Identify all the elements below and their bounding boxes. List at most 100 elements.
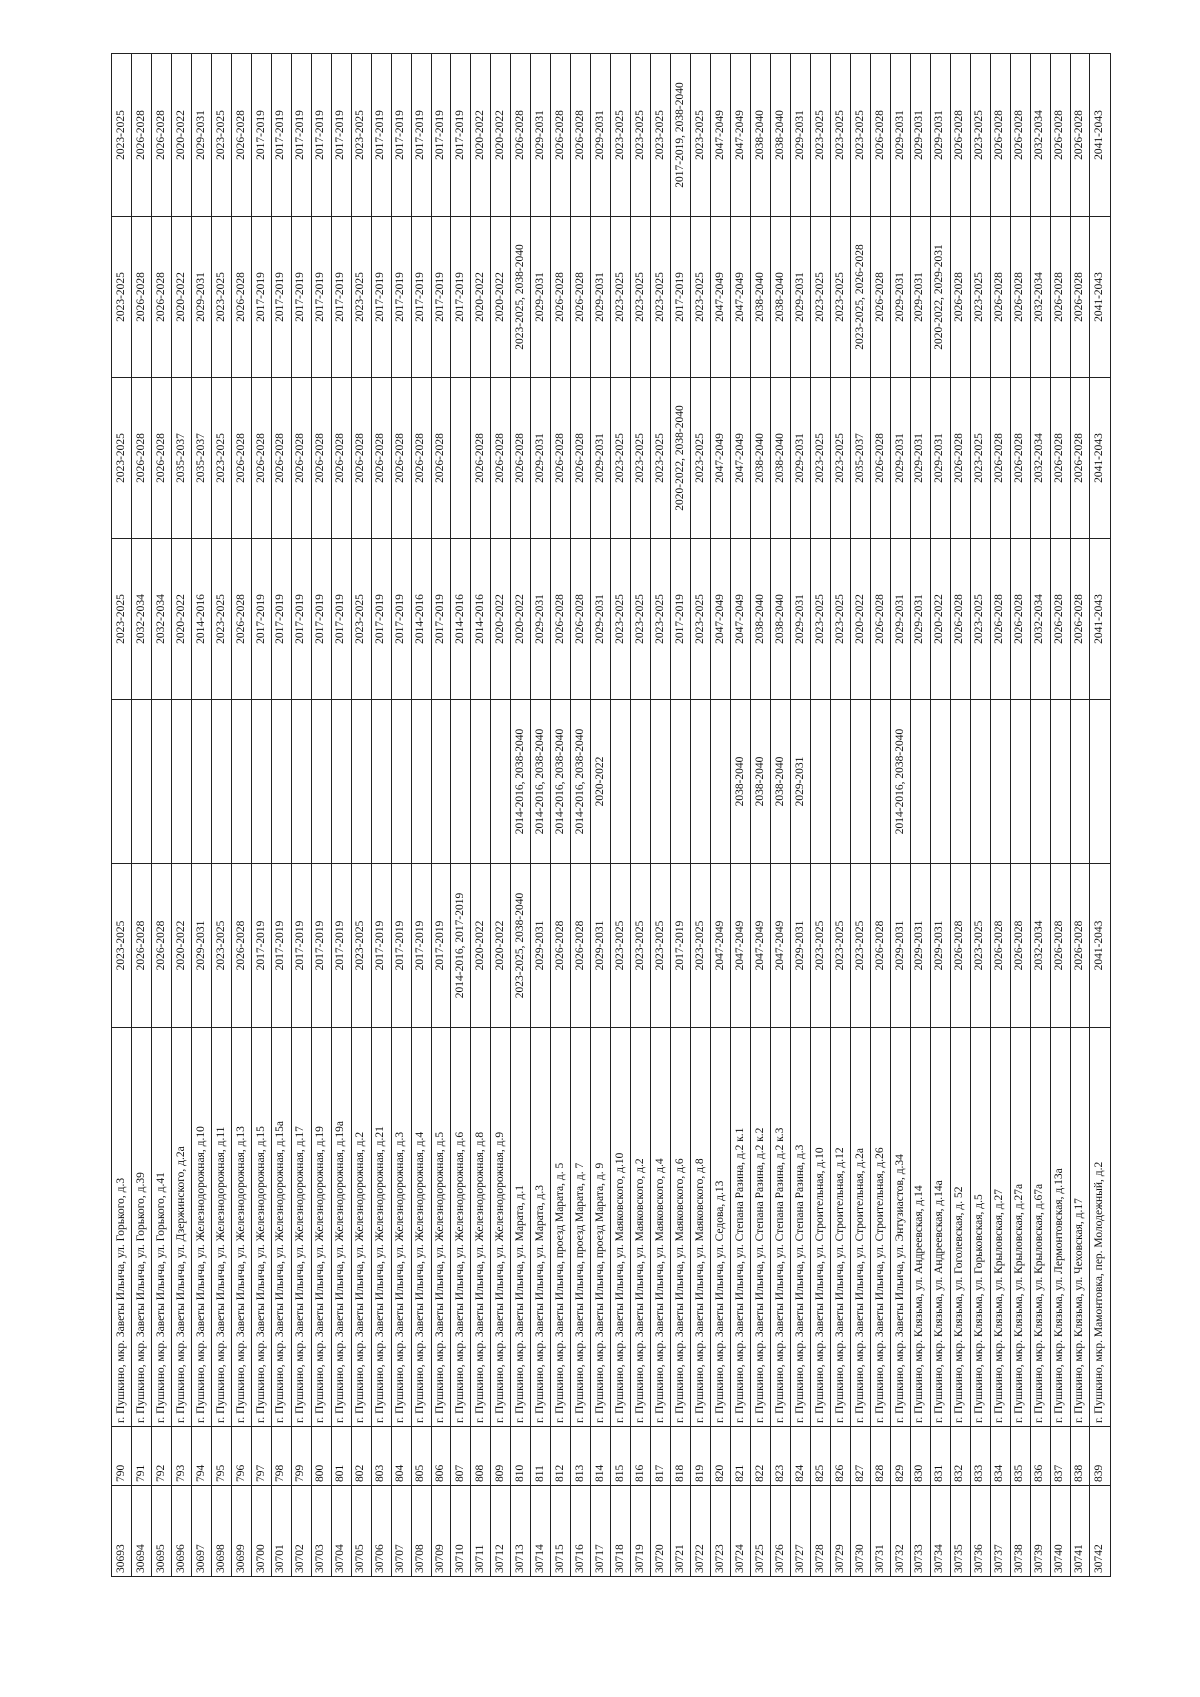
period-col-6-cell: 2017-2019 bbox=[450, 53, 471, 217]
period-col-3-cell: 2017-2019 bbox=[431, 538, 451, 700]
address-cell: г. Пушкино, мкр. Заветы Ильича, ул. Маяк… bbox=[690, 1027, 711, 1427]
row-number-cell: 831 bbox=[930, 1426, 951, 1486]
registry-id-cell: 30731 bbox=[870, 1485, 891, 1577]
row-number-cell: 796 bbox=[231, 1426, 252, 1486]
period-col-1-cell: 2026-2028 bbox=[131, 863, 152, 1028]
row-number-cell: 817 bbox=[650, 1426, 671, 1486]
period-col-2-cell: 2038-2040 bbox=[750, 699, 771, 864]
registry-id-cell: 30709 bbox=[431, 1485, 451, 1577]
registry-id-cell: 30737 bbox=[990, 1485, 1011, 1577]
period-col-6-cell: 2029-2031 bbox=[930, 53, 951, 217]
registry-id-cell: 30702 bbox=[291, 1485, 312, 1577]
period-col-2-cell bbox=[610, 699, 631, 864]
address-cell: г. Пушкино, мкр. Клязьма, ул. Чеховская,… bbox=[1070, 1027, 1090, 1427]
period-col-5-cell: 2023-2025 bbox=[810, 216, 831, 378]
period-col-4-cell: 2035-2037 bbox=[850, 377, 871, 539]
period-col-5-cell: 2023-2025 bbox=[650, 216, 671, 378]
period-col-3-cell: 2023-2025 bbox=[351, 538, 372, 700]
row-number-cell: 810 bbox=[510, 1426, 531, 1486]
period-col-5-cell: 2023-2025 bbox=[690, 216, 711, 378]
row-number-cell: 793 bbox=[171, 1426, 192, 1486]
address-cell: г. Пушкино, мкр. Клязьма, ул. Крыловская… bbox=[990, 1027, 1011, 1427]
period-col-2-cell: 2038-2040 bbox=[770, 699, 791, 864]
period-col-4-cell: 2026-2028 bbox=[950, 377, 971, 539]
period-col-5-cell: 2020-2022 bbox=[490, 216, 511, 378]
period-col-2-cell bbox=[271, 699, 292, 864]
registry-id-cell: 30726 bbox=[770, 1485, 791, 1577]
period-col-2-cell bbox=[490, 699, 511, 864]
period-col-6-cell: 2038-2040 bbox=[770, 53, 791, 217]
period-col-2-cell: 2038-2040 bbox=[730, 699, 751, 864]
address-cell: г. Пушкино, мкр. Заветы Ильича, ул. Степ… bbox=[770, 1027, 791, 1427]
period-col-6-cell: 2026-2028 bbox=[1010, 53, 1031, 217]
period-col-3-cell: 2020-2022 bbox=[850, 538, 871, 700]
period-col-1-cell: 2026-2028 bbox=[990, 863, 1011, 1028]
period-col-2-cell bbox=[630, 699, 651, 864]
period-col-3-cell: 2029-2031 bbox=[890, 538, 911, 700]
registry-id-cell: 30694 bbox=[131, 1485, 152, 1577]
period-col-4-cell: 2047-2049 bbox=[710, 377, 731, 539]
period-col-4-cell: 2026-2028 bbox=[251, 377, 272, 539]
address-cell: г. Пушкино, мкр. Заветы Ильича, ул. Дзер… bbox=[171, 1027, 192, 1427]
period-col-2-cell bbox=[850, 699, 871, 864]
period-col-1-cell: 2023-2025 bbox=[111, 863, 132, 1028]
period-col-1-cell: 2026-2028 bbox=[550, 863, 571, 1028]
period-col-1-cell: 2026-2028 bbox=[1070, 863, 1090, 1028]
period-col-1-cell: 2026-2028 bbox=[1010, 863, 1031, 1028]
period-col-3-cell: 2020-2022 bbox=[510, 538, 531, 700]
period-col-4-cell: 2023-2025 bbox=[810, 377, 831, 539]
period-col-3-cell: 2032-2034 bbox=[131, 538, 152, 700]
period-col-3-cell: 2026-2028 bbox=[1070, 538, 1090, 700]
registry-id-cell: 30701 bbox=[271, 1485, 292, 1577]
address-cell: г. Пушкино, мкр. Заветы Ильича, проезд М… bbox=[590, 1027, 611, 1427]
address-cell: г. Пушкино, мкр. Заветы Ильича, ул. Желе… bbox=[431, 1027, 451, 1427]
period-col-5-cell: 2017-2019 bbox=[411, 216, 431, 378]
period-col-2-cell: 2020-2022 bbox=[590, 699, 611, 864]
period-col-4-cell: 2035-2037 bbox=[191, 377, 212, 539]
period-col-1-cell: 2014-2016, 2017-2019 bbox=[450, 863, 471, 1028]
period-col-1-cell: 2047-2049 bbox=[710, 863, 731, 1028]
row-number-cell: 824 bbox=[790, 1426, 811, 1486]
period-col-1-cell: 2017-2019 bbox=[371, 863, 392, 1028]
period-col-2-cell bbox=[990, 699, 1011, 864]
period-col-3-cell: 2026-2028 bbox=[1010, 538, 1031, 700]
address-cell: г. Пушкино, мкр. Заветы Ильича, ул. Маяк… bbox=[650, 1027, 671, 1427]
registry-id-cell: 30696 bbox=[171, 1485, 192, 1577]
period-col-4-cell: 2026-2028 bbox=[151, 377, 172, 539]
address-cell: г. Пушкино, мкр. Заветы Ильича, ул. Желе… bbox=[231, 1027, 252, 1427]
address-cell: г. Пушкино, мкр. Клязьма, ул. Гоголевска… bbox=[950, 1027, 971, 1427]
period-col-6-cell: 2026-2028 bbox=[231, 53, 252, 217]
row-number-cell: 802 bbox=[351, 1426, 372, 1486]
row-number-cell: 836 bbox=[1030, 1426, 1051, 1486]
period-col-4-cell: 2026-2028 bbox=[1050, 377, 1070, 539]
address-cell: г. Пушкино, мкр. Заветы Ильича, ул. Степ… bbox=[790, 1027, 811, 1427]
period-col-6-cell: 2026-2028 bbox=[990, 53, 1011, 217]
address-cell: г. Пушкино, мкр. Заветы Ильича, ул. Горь… bbox=[111, 1027, 132, 1427]
address-cell: г. Пушкино, мкр. Заветы Ильича, ул. Седо… bbox=[710, 1027, 731, 1427]
period-col-2-cell bbox=[371, 699, 392, 864]
period-col-1-cell: 2023-2025 bbox=[630, 863, 651, 1028]
period-col-3-cell: 2023-2025 bbox=[211, 538, 232, 700]
period-col-2-cell bbox=[450, 699, 471, 864]
row-number-cell: 814 bbox=[590, 1426, 611, 1486]
address-cell: г. Пушкино, мкр. Заветы Ильича, ул. Стро… bbox=[870, 1027, 891, 1427]
period-col-2-cell bbox=[311, 699, 332, 864]
registry-id-cell: 30727 bbox=[790, 1485, 811, 1577]
period-col-2-cell: 2014-2016, 2038-2040 bbox=[570, 699, 591, 864]
row-number-cell: 811 bbox=[530, 1426, 551, 1486]
period-col-5-cell: 2017-2019 bbox=[271, 216, 292, 378]
period-col-3-cell: 2038-2040 bbox=[750, 538, 771, 700]
period-col-6-cell: 2017-2019 bbox=[291, 53, 312, 217]
period-col-6-cell: 2017-2019 bbox=[411, 53, 431, 217]
period-col-3-cell: 2029-2031 bbox=[530, 538, 551, 700]
